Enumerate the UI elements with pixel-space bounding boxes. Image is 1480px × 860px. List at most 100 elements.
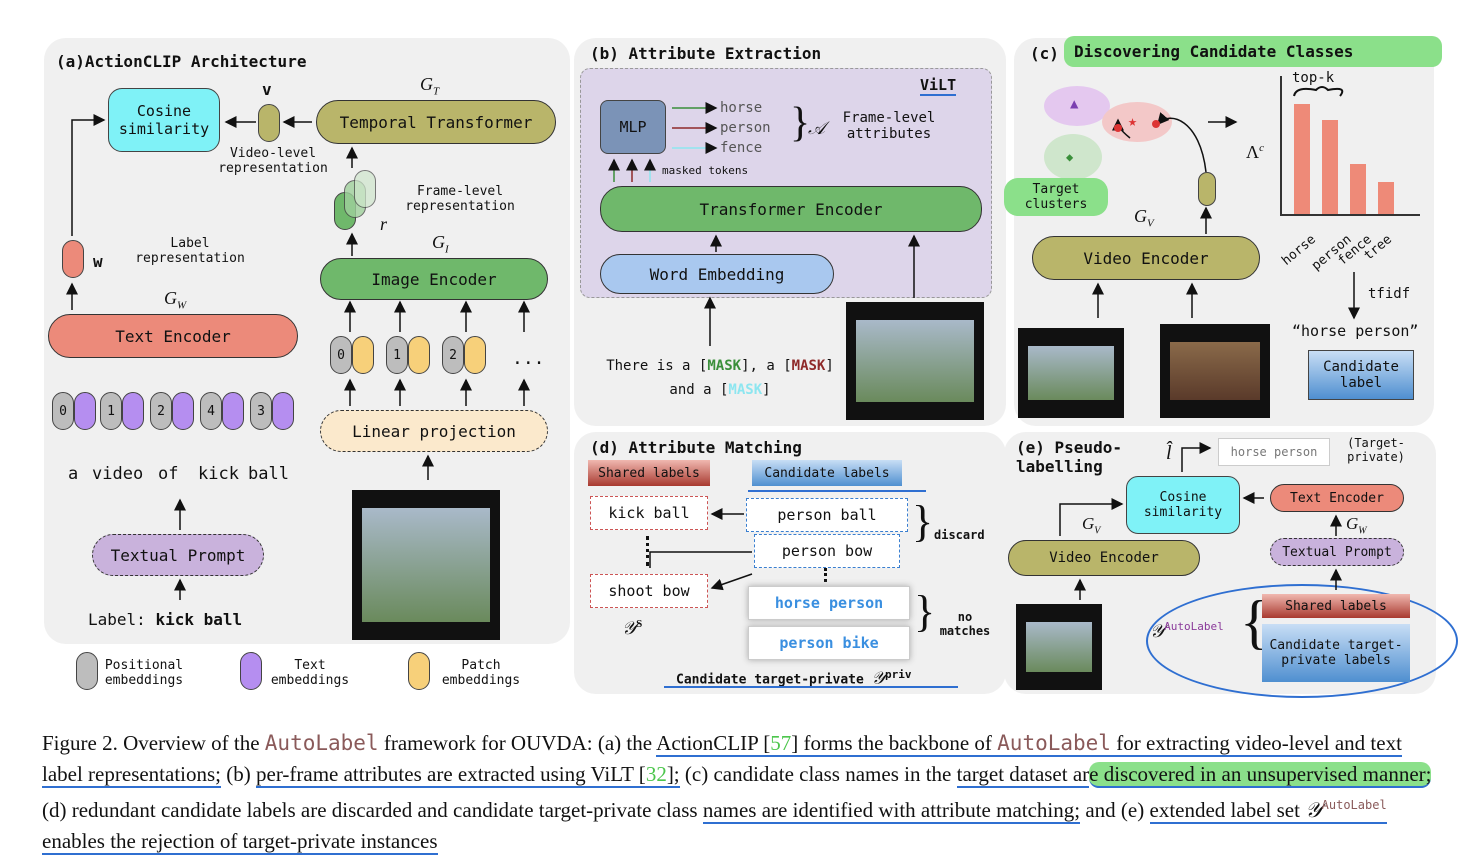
matched-horse-person: horse person <box>748 586 910 620</box>
video-level-label: Video-level representation <box>218 146 328 176</box>
prompt-word: ball <box>248 464 289 484</box>
legend-patch-icon <box>408 652 430 690</box>
histogram-bar <box>1294 104 1310 214</box>
candidate-labels-header: Candidate labels <box>752 460 902 486</box>
video-embedding-c <box>1198 172 1216 206</box>
text-embedding-token <box>172 392 194 430</box>
cluster-star-icon: ★ <box>1128 112 1138 130</box>
candidate-labels-e: Candidate target-private labels <box>1262 624 1410 682</box>
panel-c-prefix: (c) <box>1030 44 1059 63</box>
frame-level-label: Frame-level representation <box>405 184 515 214</box>
cluster-purple <box>1044 86 1110 126</box>
attr-brace: } <box>790 100 811 146</box>
prompt-word: of <box>158 464 179 484</box>
vilt-label: ViLT <box>920 76 957 96</box>
video-frames-a <box>352 490 500 640</box>
gv-label-c: GV <box>1134 206 1154 230</box>
positional-token: 1 <box>386 336 408 374</box>
legend-positional-icon <box>76 652 98 690</box>
linear-projection: Linear projection <box>320 410 548 452</box>
cluster-green <box>1044 134 1102 180</box>
candidate-header-underline <box>748 490 926 492</box>
masked-sentence: There is a [MASK], a [MASK] and a [MASK] <box>606 358 834 398</box>
patch-embedding-token <box>352 336 374 374</box>
gw-label: GW <box>164 288 187 312</box>
candidate-item-person-ball: person ball <box>746 498 908 532</box>
legend-patch: Patch embeddings <box>441 658 521 688</box>
matched-person-bike: person bike <box>748 626 910 660</box>
cosine-similarity-box: Cosine similarity <box>108 88 220 152</box>
positional-token: 3 <box>250 392 272 430</box>
panel-e-title: (e) Pseudo-labelling <box>1016 438 1122 476</box>
label-representation-label: Label representation <box>135 236 245 266</box>
positional-token: 0 <box>330 336 352 374</box>
histogram-bar <box>1378 182 1394 214</box>
video-encoder-e: Video Encoder <box>1008 540 1200 576</box>
result-note: (Target-private) <box>1347 436 1405 464</box>
r-label: r <box>380 214 388 234</box>
panel-d-title: (d) Attribute Matching <box>590 438 802 457</box>
positional-token: 1 <box>100 392 122 430</box>
frame-level-attributes: Frame-level attributes <box>842 110 936 142</box>
lambda-label: Λc <box>1246 142 1264 162</box>
image-encoder: Image Encoder <box>320 258 548 300</box>
no-match-brace: } <box>914 587 936 636</box>
cosine-similarity-e: Cosine similarity <box>1126 476 1240 534</box>
text-encoder: Text Encoder <box>48 314 298 358</box>
prompt-word: a <box>68 464 79 484</box>
video-frames-c1 <box>1018 328 1124 418</box>
video-embedding-token <box>258 104 280 142</box>
video-frames-e <box>1016 604 1102 690</box>
positional-token: 0 <box>52 392 74 430</box>
video-frames-c2 <box>1160 324 1270 418</box>
gv-label-e: GV <box>1082 514 1101 537</box>
shared-labels-header: Shared labels <box>588 460 710 486</box>
positional-token: 2 <box>442 336 464 374</box>
word-embedding: Word Embedding <box>600 254 834 294</box>
mlp-box: MLP <box>600 100 666 154</box>
temporal-transformer: Temporal Transformer <box>316 100 556 144</box>
legend-text-icon <box>240 652 262 690</box>
cluster-diamond-icon: ◆ <box>1066 150 1074 164</box>
text-encoder-e: Text Encoder <box>1270 484 1404 512</box>
candidate-quote: “horse person” <box>1292 322 1419 340</box>
topk-label: top-k <box>1292 70 1335 86</box>
gt-label: GT <box>420 74 440 98</box>
textual-prompt: Textual Prompt <box>92 534 264 576</box>
video-encoder-c: Video Encoder <box>1032 236 1260 280</box>
discard-label: discard <box>934 528 985 542</box>
frame-token-back <box>354 170 376 208</box>
candidate-vertical-dots <box>824 568 831 582</box>
gi-label: GI <box>432 232 449 256</box>
video-frame-b <box>846 302 984 420</box>
prompt-word: video <box>92 464 144 484</box>
patch-ellipsis: ... <box>512 348 545 369</box>
priv-label: Candidate target-private 𝒴priv <box>676 668 912 688</box>
text-embedding-token <box>122 392 144 430</box>
discard-brace: } <box>912 497 934 546</box>
textual-prompt-e: Textual Prompt <box>1270 538 1404 566</box>
shared-item-shoot-bow: shoot bow <box>590 574 708 608</box>
result-box: horse person <box>1218 438 1330 466</box>
ys-label: 𝒴S <box>622 618 643 638</box>
patch-embedding-token <box>464 336 486 374</box>
text-embedding-token <box>222 392 244 430</box>
gw-label-e: GW <box>1346 514 1367 537</box>
panel-c-title: Discovering Candidate Classes <box>1064 36 1442 67</box>
arrow-layer <box>66 86 1360 600</box>
cluster-triangle-icon: ▲ <box>1070 96 1079 112</box>
y-autolabel: 𝒴AutoLabel <box>1150 620 1224 641</box>
w-vector-label: w <box>93 252 103 271</box>
panel-a-title: (a)ActionCLIP Architecture <box>56 52 307 71</box>
label-line: Label: kick ball <box>88 610 243 629</box>
shared-item-kick-ball: kick ball <box>590 496 708 530</box>
shared-labels-e: Shared labels <box>1262 594 1410 618</box>
label-token <box>62 240 84 278</box>
text-embedding-token <box>272 392 294 430</box>
shared-vertical-dots <box>646 536 653 566</box>
panel-b-title: (b) Attribute Extraction <box>590 44 822 63</box>
transformer-encoder: Transformer Encoder <box>600 186 982 232</box>
positional-token: 4 <box>200 392 222 430</box>
legend-positional: Positional embeddings <box>104 658 184 688</box>
positional-token: 2 <box>150 392 172 430</box>
